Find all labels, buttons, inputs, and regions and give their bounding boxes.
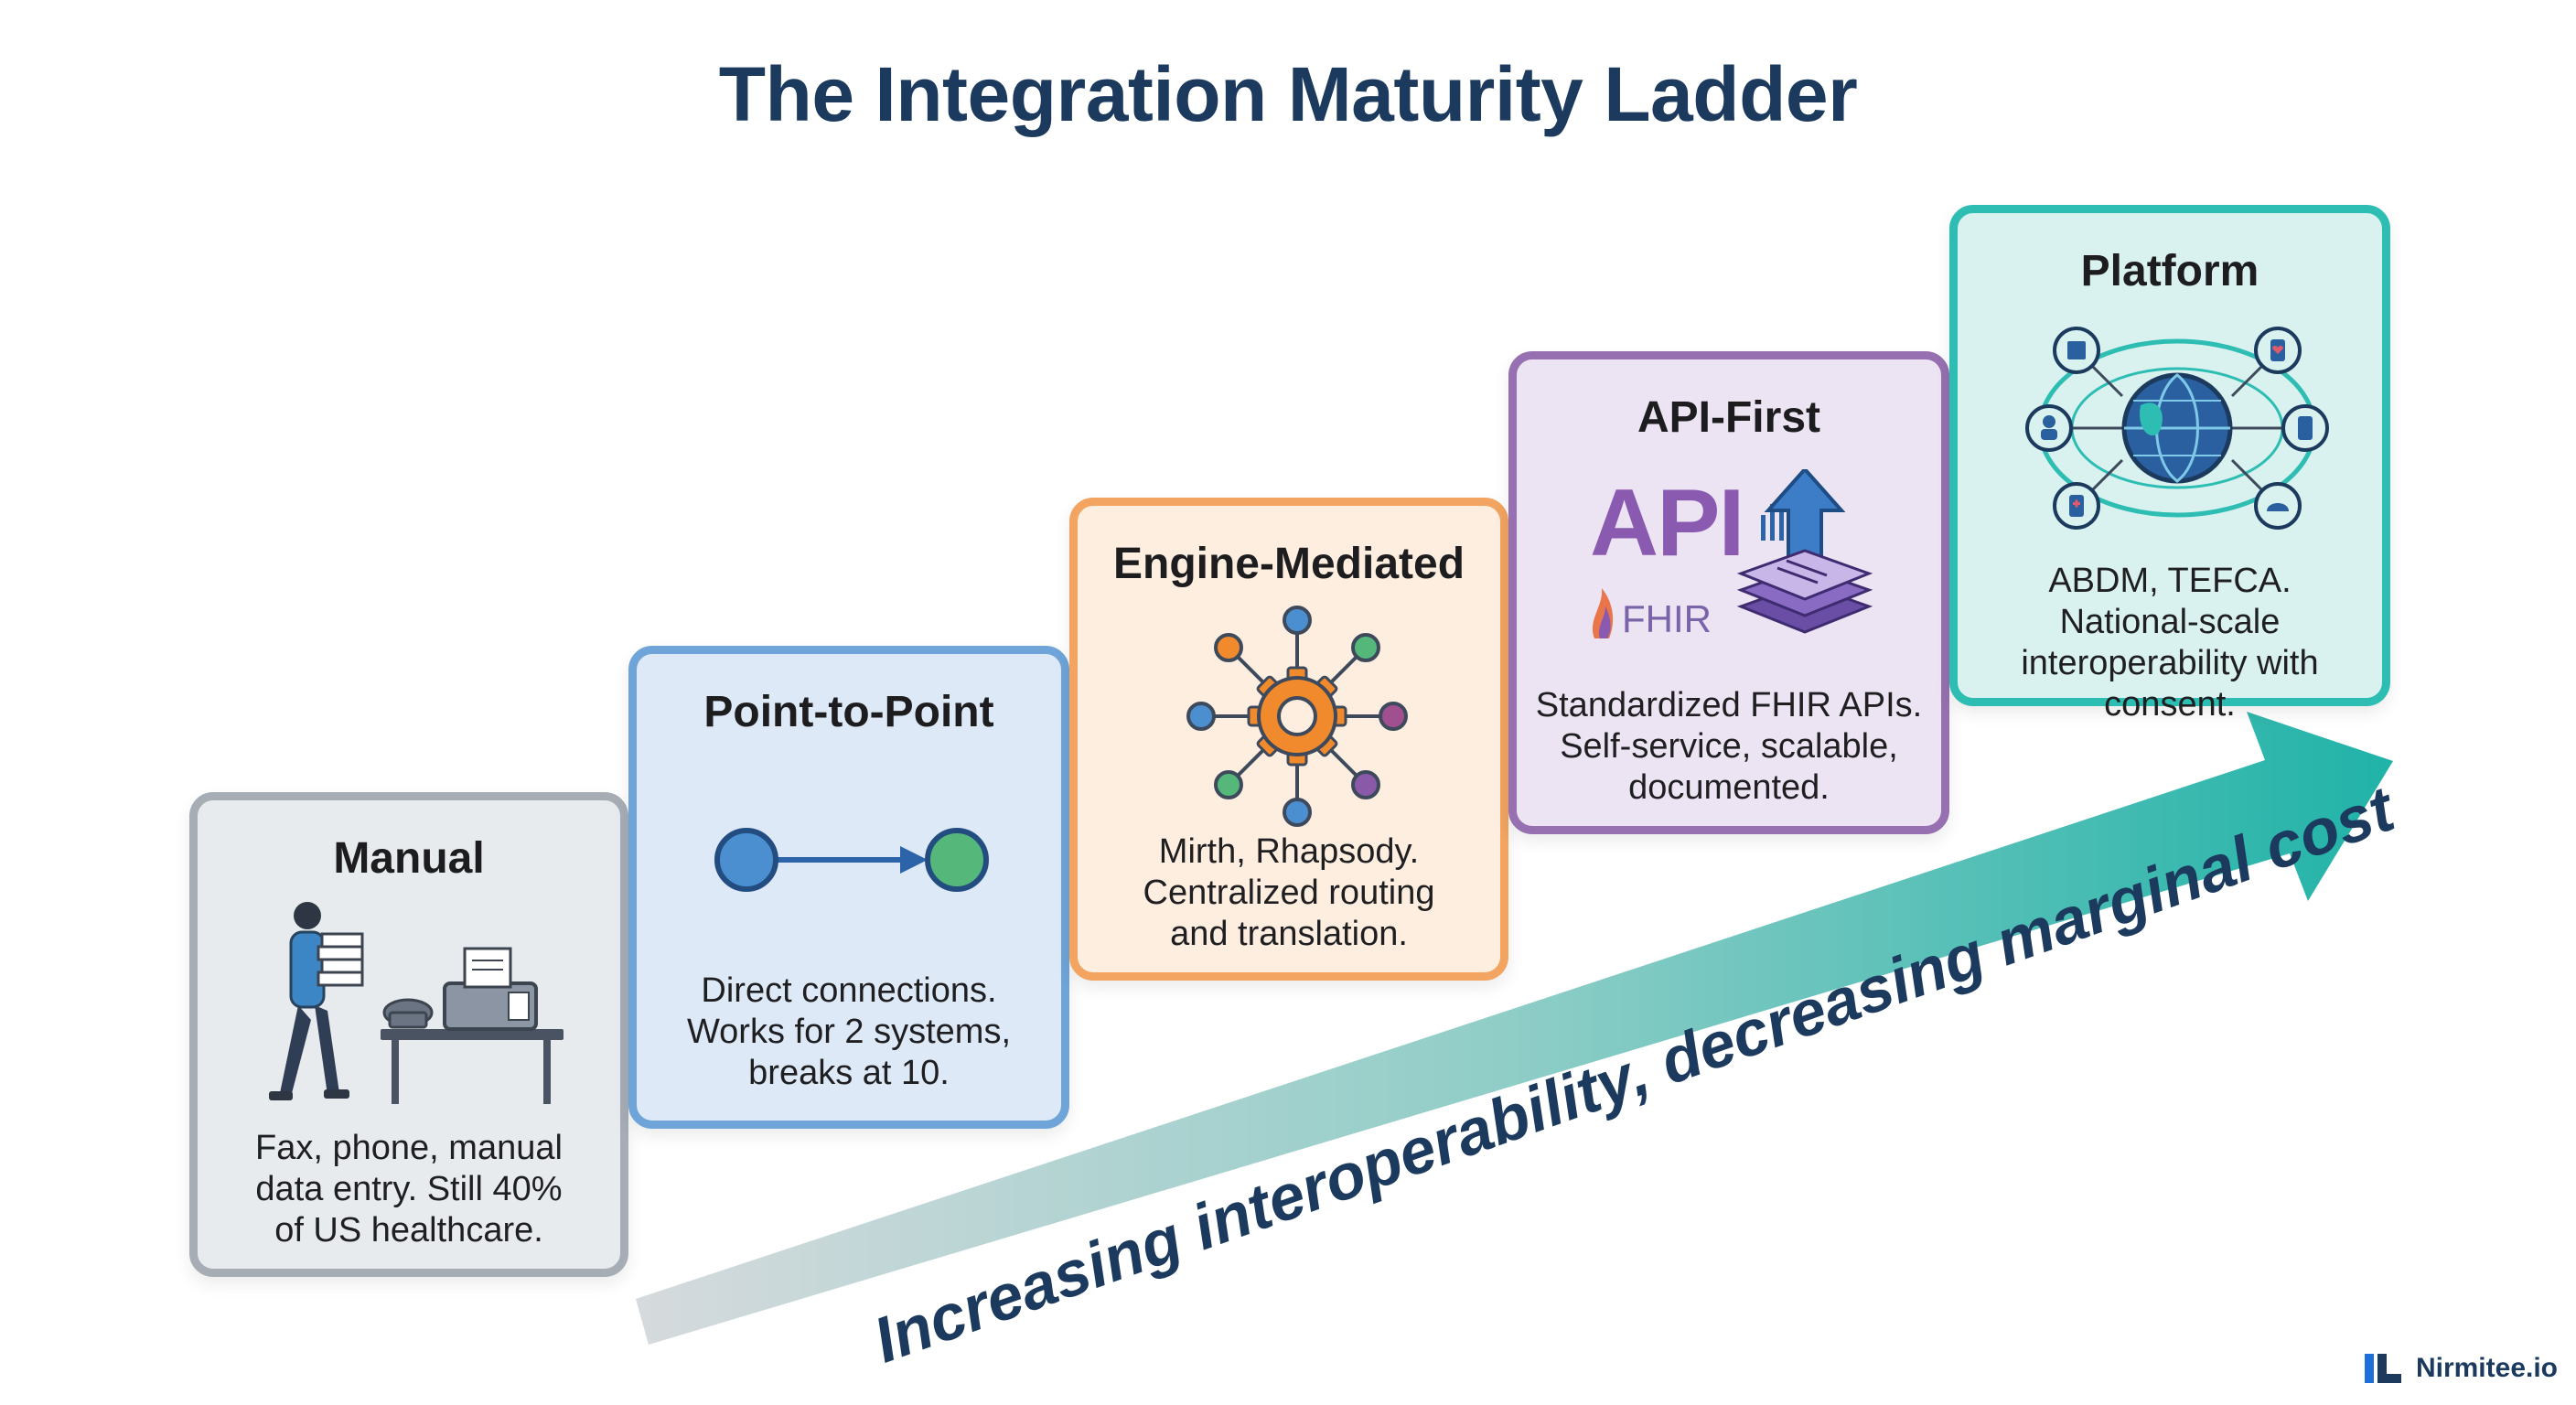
api-icon-text: API	[1590, 470, 1744, 576]
brand-logo: Nirmitee.io	[2363, 1352, 2558, 1385]
step-description: Fax, phone, manual data entry. Still 40%…	[255, 1129, 563, 1249]
globe-network-icon	[2025, 327, 2329, 530]
step-title: Point-to-Point	[703, 688, 994, 736]
fhir-icon-text: FHIR	[1622, 597, 1712, 640]
nirmitee-logo-icon	[2364, 1354, 2401, 1383]
step-title: Platform	[2080, 247, 2259, 295]
page-title: The Integration Maturity Ladder	[718, 51, 1858, 137]
direct-connection-icon	[714, 828, 989, 892]
step-engine-mediated: Engine-Mediated	[1069, 498, 1508, 981]
step-description: ABDM, TEFCA. National-scale interoperabi…	[2021, 562, 2319, 724]
step-manual: Manual Fax, phone, manual data entry. St…	[189, 792, 628, 1277]
step-description: Direct connections. Works for 2 systems,…	[686, 971, 1012, 1092]
step-description: Mirth, Rhapsody. Centralized routing and…	[1143, 832, 1435, 953]
step-description: Standardized FHIR APIs. Self-service, sc…	[1535, 686, 1923, 807]
step-platform: Platform	[1949, 205, 2390, 724]
step-title: API-First	[1637, 393, 1820, 442]
person-carrying-papers-fax-icon	[269, 902, 564, 1104]
step-title: Manual	[333, 834, 485, 883]
step-api-first: API-First API FHIR Standardized FHIR API…	[1508, 351, 1949, 834]
gear-hub-icon	[1186, 606, 1408, 827]
brand-name: Nirmitee.io	[2415, 1353, 2558, 1383]
step-point-to-point: Point-to-Point Direct connections. Works…	[628, 646, 1069, 1129]
step-title: Engine-Mediated	[1112, 540, 1465, 588]
api-fhir-icon: API FHIR	[1585, 469, 1896, 652]
